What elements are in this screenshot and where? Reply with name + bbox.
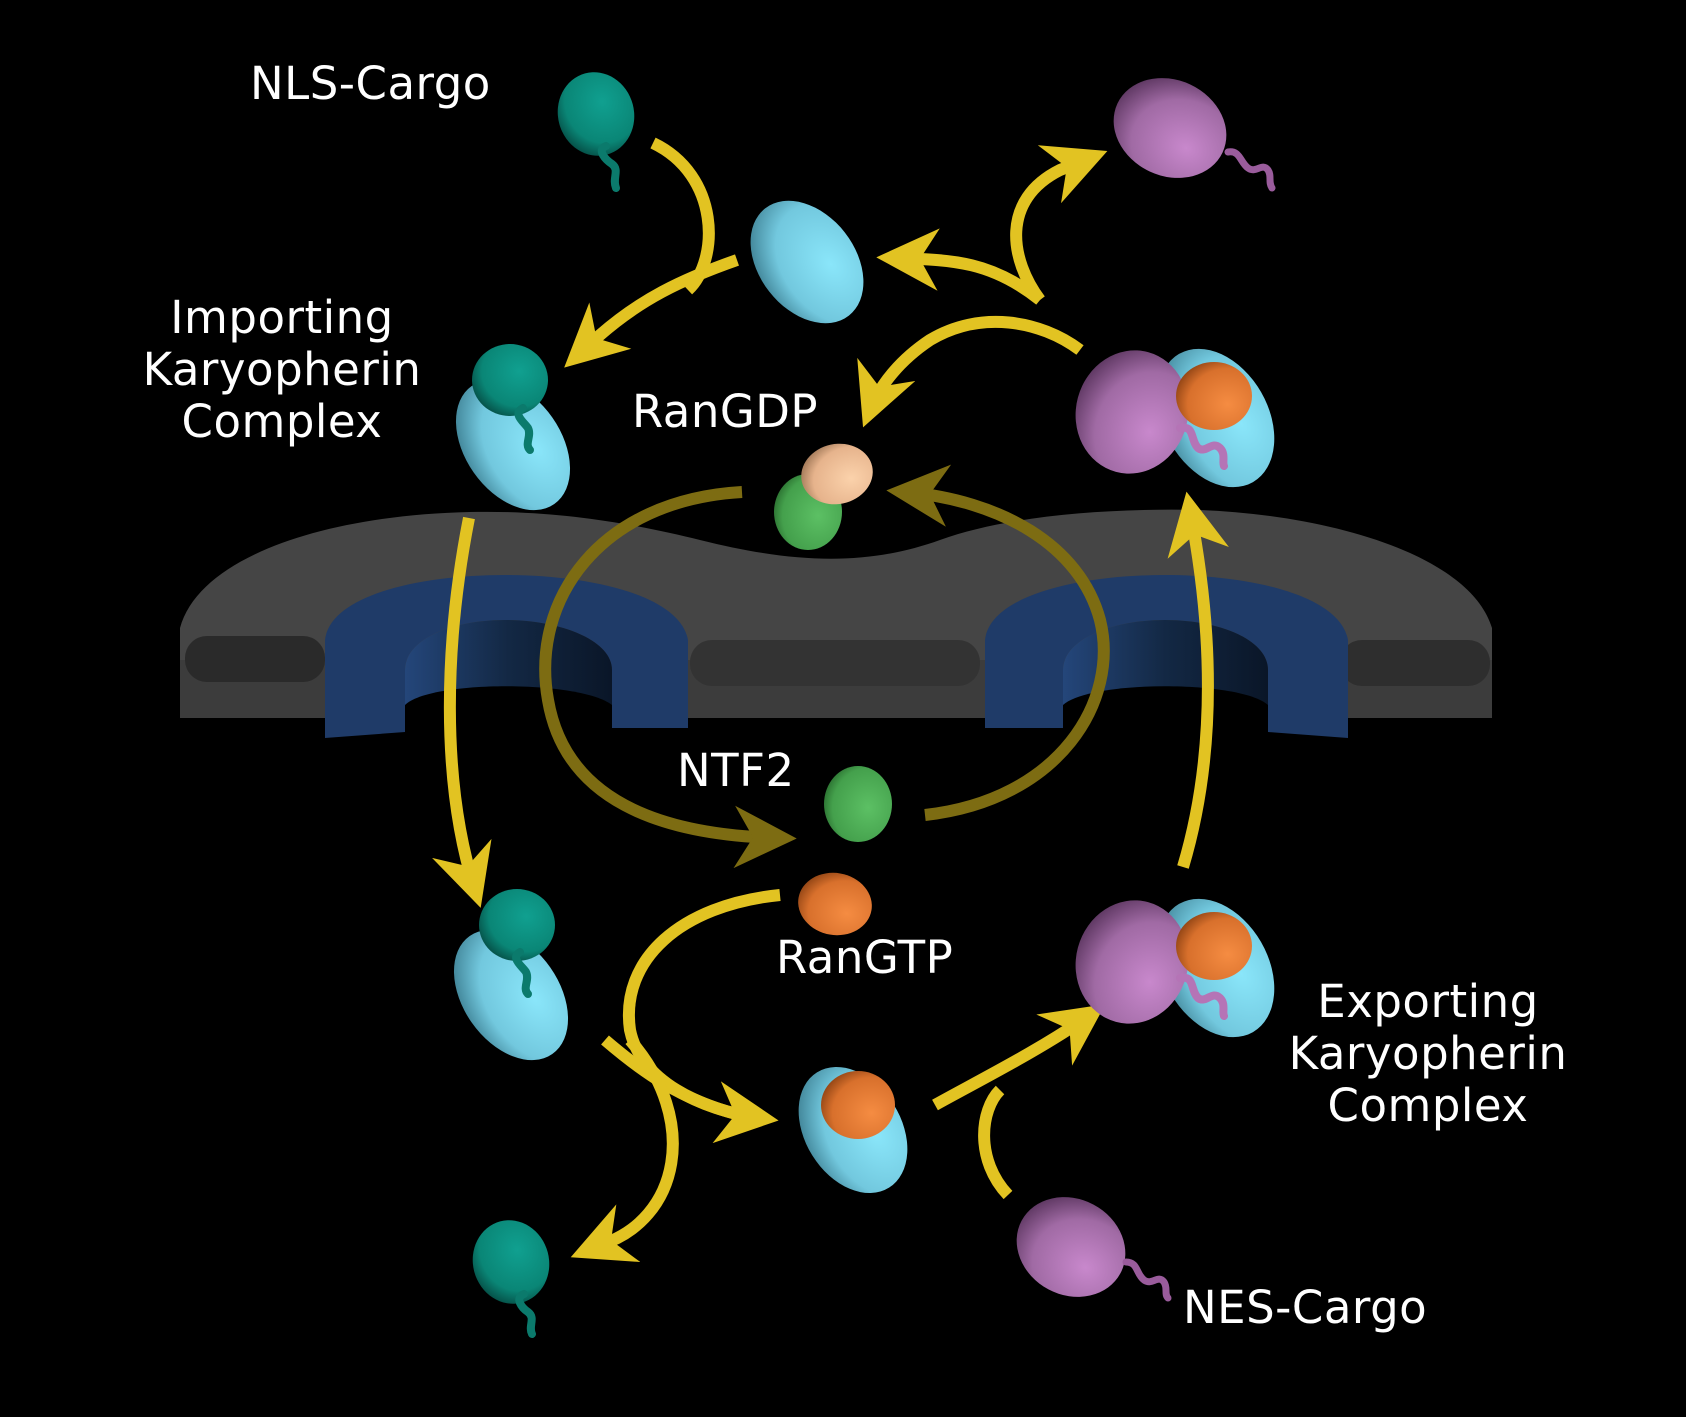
label-ran-gtp: RanGTP <box>776 931 954 984</box>
lumen-right <box>1340 640 1490 686</box>
nls-cargo-released-bottom <box>472 1220 550 1338</box>
label-exporting-complex: Exporting Karyopherin Complex <box>1288 975 1568 1132</box>
lumen-left <box>185 636 325 682</box>
karyopherin-ran-gtp <box>798 1066 908 1194</box>
arrow-release-nls-cargo <box>570 1036 679 1262</box>
arrow-form-import-complex <box>564 254 739 368</box>
exporting-complex-nucleus <box>1075 898 1275 1038</box>
nes-cargo-free-bottom <box>1016 1197 1172 1302</box>
arrow-release-rangdp <box>857 315 1084 428</box>
ntf2-free <box>824 766 892 842</box>
label-importing-complex: Importing Karyopherin Complex <box>142 291 422 448</box>
label-ntf2: NTF2 <box>677 744 795 797</box>
transport-arrows <box>432 137 1229 1262</box>
ran-gtp-free <box>798 872 872 936</box>
arrow-rangdp-to-nucleus <box>539 486 797 869</box>
arrow-form-export-complex <box>932 1004 1106 1111</box>
arrow-export-through-pore <box>1167 491 1229 869</box>
arrow-release-karyopherin <box>876 228 1044 305</box>
arrow-import-through-pore <box>432 516 492 908</box>
label-ran-gdp: RanGDP <box>632 385 819 438</box>
exporting-complex-cytoplasm <box>1075 348 1275 488</box>
nuclear-pore-complex-left <box>325 575 688 738</box>
label-nes-cargo: NES-Cargo <box>1183 1281 1428 1334</box>
ran-gdp-ntf2-complex <box>774 443 873 550</box>
nls-tag <box>597 142 620 192</box>
importing-complex-cytoplasm <box>455 344 571 511</box>
label-nls-cargo: NLS-Cargo <box>250 57 491 110</box>
nuclear-pore-complex-right <box>985 575 1348 738</box>
arrow-rangtp-binds <box>622 889 781 1144</box>
lumen-center <box>690 640 980 686</box>
ran-ntf2-cycle-arrows <box>539 464 1110 869</box>
ran-gdp <box>801 443 873 505</box>
importing-complex-nucleus <box>453 889 569 1061</box>
nls-cargo-free-top <box>557 72 635 192</box>
karyopherin-free-top <box>750 200 864 324</box>
arrow-ntf2-to-cytoplasm <box>886 464 1110 821</box>
arrow-nes-cargo-join <box>978 1085 1013 1200</box>
arrow-release-nes-cargo <box>1010 145 1108 304</box>
nes-cargo-released-top <box>1113 78 1276 192</box>
